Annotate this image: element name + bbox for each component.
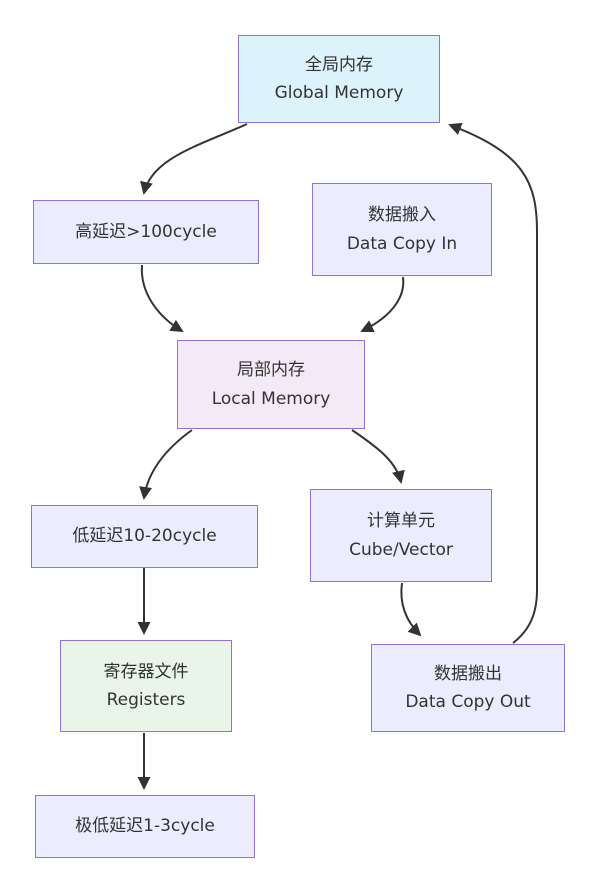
edge-data-copy-in-to-local-memory <box>360 276 405 333</box>
node-high-latency: 高延迟>100cycle <box>33 200 259 264</box>
node-ultra-low-latency: 极低延迟1-3cycle <box>35 795 255 858</box>
node-data-copy-in-label-en: Data Copy In <box>346 233 458 254</box>
node-global-memory-label-zh: 全局内存 <box>305 54 373 75</box>
node-cube-vector-label-zh: 计算单元 <box>367 511 435 532</box>
node-local-memory-label-en: Local Memory <box>211 388 331 409</box>
edge-high-latency-to-local-memory <box>140 264 184 333</box>
node-global-memory-label-en: Global Memory <box>274 83 404 103</box>
node-data-copy-in: 数据搬入 Data Copy In <box>312 183 492 276</box>
node-registers-label-zh: 寄存器文件 <box>103 661 189 682</box>
edge-local-memory-to-low-latency <box>139 429 193 500</box>
edge-local-memory-to-cube-vector <box>351 429 405 484</box>
node-high-latency-label-zh: 高延迟>100cycle <box>75 221 217 242</box>
node-data-copy-out-label-zh: 数据搬出 <box>434 663 502 684</box>
node-data-copy-out-label-en: Data Copy Out <box>405 692 531 712</box>
node-data-copy-out: 数据搬出 Data Copy Out <box>371 644 565 732</box>
node-local-memory-label-zh: 局部内存 <box>237 360 305 381</box>
node-registers-label-en: Registers <box>106 690 186 710</box>
node-low-latency-label-zh: 低延迟10-20cycle <box>72 526 217 547</box>
node-registers: 寄存器文件 Registers <box>60 640 232 732</box>
node-data-copy-in-label-zh: 数据搬入 <box>368 205 436 226</box>
node-cube-vector: 计算单元 Cube/Vector <box>310 489 492 582</box>
node-low-latency: 低延迟10-20cycle <box>31 505 258 568</box>
node-ultra-low-latency-label-zh: 极低延迟1-3cycle <box>75 816 215 837</box>
edge-global-memory-to-high-latency <box>140 123 248 195</box>
node-cube-vector-label-en: Cube/Vector <box>349 539 453 560</box>
edge-cube-vector-to-data-copy-out <box>400 582 422 637</box>
node-local-memory: 局部内存 Local Memory <box>177 340 365 429</box>
node-global-memory: 全局内存 Global Memory <box>238 35 440 123</box>
